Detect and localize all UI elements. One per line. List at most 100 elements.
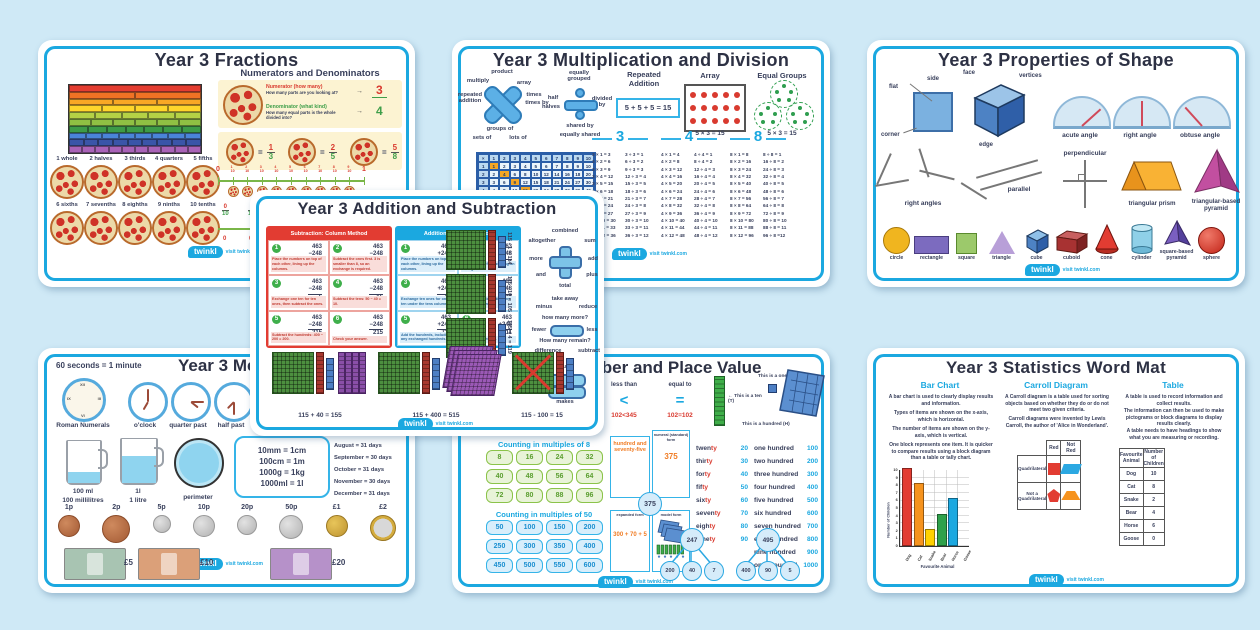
subtraction-heading: Subtraction: Column Method: [268, 228, 390, 240]
pizza-label: 9 ninths: [157, 202, 181, 208]
word-halves: halves: [541, 104, 561, 110]
bar-cat: [913, 483, 924, 546]
multiple-pill: 96: [576, 488, 603, 503]
group-dot: [803, 120, 807, 124]
y-axis-tick: 10: [893, 468, 898, 472]
step-caption: Subtract the tens: 50 − 40 = 10.: [332, 296, 387, 308]
number-word: twenty: [696, 445, 717, 452]
part-whole-part: 5: [780, 561, 800, 581]
multiple-pill: 100: [516, 520, 543, 535]
place-value-card-border: [458, 354, 824, 587]
equal-group-circle: [786, 102, 814, 130]
bottom-equation-1: 115 + 40 = 155: [298, 412, 342, 419]
fraction-wall-brick: [118, 132, 135, 140]
equal-groups-diagram: [754, 80, 814, 130]
coin-label: £1: [332, 504, 341, 511]
coin-item: 50p: [279, 504, 304, 539]
multiplication-fact: 8 × 6 = 48: [730, 188, 752, 194]
fraction-wall-brick: [85, 132, 102, 140]
base-ten-hundred-flat: [378, 352, 420, 394]
array-dot: [711, 104, 718, 111]
group-dot: [773, 112, 777, 116]
twinkl-logo-cloud: twinkl: [598, 576, 633, 588]
place-value-title: Number and Place Value: [564, 358, 762, 377]
shape-label: triangle: [992, 254, 1011, 261]
pizza-label: 5 fifths: [193, 156, 213, 162]
word-reduce: reduce: [578, 304, 598, 310]
x-axis-label-bear: Bear: [939, 552, 948, 562]
step-number: 6: [333, 314, 342, 324]
fraction-wall-brick: [174, 146, 188, 153]
division-fact: 96 ÷ 8 =12: [763, 232, 786, 238]
grid-cell: 3: [478, 178, 489, 186]
multiplication-fact: 3 × 6 = 18: [592, 188, 614, 194]
grid-cell: 27: [572, 178, 583, 186]
word-array: array: [516, 80, 532, 86]
division-fact: 12 ÷ 3 = 4: [625, 174, 646, 180]
step-number: 5: [272, 314, 281, 324]
fraction-wall-row: [69, 146, 202, 153]
banknote-label: £5: [124, 558, 133, 567]
division-fact: 8 ÷ 8 = 1: [763, 152, 782, 157]
pizza-icon: [242, 186, 254, 197]
part-whole-whole: 247: [680, 528, 704, 552]
base-ten-rod: [316, 352, 324, 394]
word-plus: plus: [586, 272, 598, 278]
clock-quarter-past: [171, 382, 211, 422]
number-line-tick: [364, 177, 365, 185]
table-paragraph: A table needs to have headings to show w…: [1126, 428, 1222, 441]
fraction-wall-row: [69, 98, 201, 106]
pizza-icon: [84, 211, 118, 245]
multiplication-fact: 4 × 11 = 44: [661, 225, 685, 231]
carroll-paragraph: Carroll diagrams were invented by Lewis …: [1005, 416, 1109, 429]
multiplication-fact: 3 × 4 = 12: [592, 174, 614, 180]
grid-cell: 12: [520, 178, 531, 186]
label-half-past: half past: [217, 422, 245, 429]
cube-3d-shape: [973, 84, 1026, 138]
array-heading: Array: [700, 71, 720, 80]
fraction-wall-brick: [144, 125, 164, 133]
grid-cell: 6: [499, 178, 510, 186]
bar-dog: [902, 468, 912, 546]
multiplication-fact: 8 × 4 = 32: [730, 174, 752, 180]
coin-2-icon: [369, 515, 396, 541]
grid-cell: 12: [541, 170, 552, 178]
step-number: 1: [401, 244, 410, 253]
shape-item: cube: [1019, 224, 1054, 262]
equal-group-circle: [770, 80, 798, 108]
word-groups-of: groups of: [486, 126, 514, 132]
label-edge: edge: [979, 142, 994, 148]
step-caption: Subtract the ones first. 3 is smaller th…: [332, 256, 387, 273]
multiplication-fact: 3 × 3 = 9: [592, 166, 611, 172]
number-value: 400: [806, 484, 818, 491]
fraction-wall-brick: [69, 105, 102, 113]
base-ten-cubes: [498, 280, 506, 312]
base-ten-hundred-flat: [446, 274, 486, 314]
division-fact: 33 ÷ 3 = 11: [625, 225, 649, 231]
fraction-wall-brick: [69, 125, 88, 133]
multiplication-fact: 4 × 1 = 4: [661, 152, 680, 157]
label-right-angles: right angles: [904, 200, 942, 207]
pizza-item: 1 whole: [50, 156, 84, 199]
fraction-wall-brick: [171, 139, 187, 147]
division-fact: 56 ÷ 8 = 7: [763, 196, 784, 202]
division-fact: 4 ÷ 4 = 1: [694, 152, 713, 157]
fraction-wall-brick: [157, 98, 201, 106]
